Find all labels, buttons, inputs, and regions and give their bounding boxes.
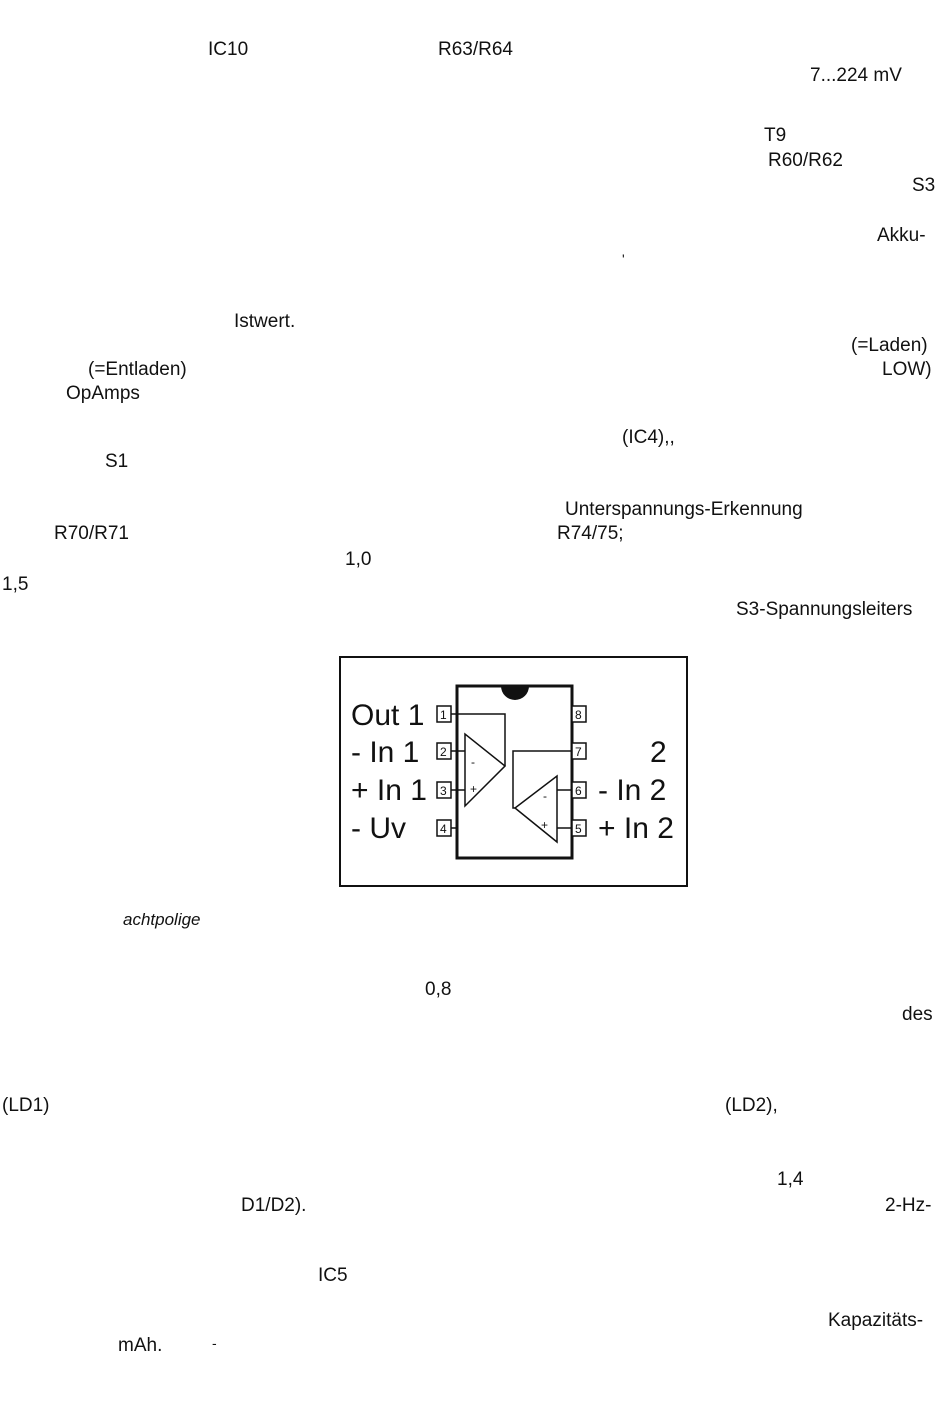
chip-notch — [501, 686, 529, 700]
label-value-1-5: 1,5 — [2, 574, 29, 595]
label-laden: (=Laden) — [851, 335, 928, 356]
label-r74-75: R74/75; — [557, 523, 624, 544]
label-kapazitaet: Kapazitäts- — [828, 1310, 924, 1331]
label-value-1-0: 1,0 — [345, 549, 372, 570]
pin-num-5: 5 — [575, 822, 582, 836]
label-d1-d2: D1/D2). — [241, 1195, 307, 1216]
stray-dash: - — [212, 1335, 217, 1351]
pin-label-plus-in2: + In 2 — [598, 812, 674, 845]
chip-body — [455, 684, 574, 860]
label-r63-r64: R63/R64 — [438, 39, 513, 60]
label-opamps: OpAmps — [66, 383, 140, 404]
label-s3: S3 — [912, 175, 936, 196]
label-r70-r71: R70/R71 — [54, 523, 129, 544]
pin-label-minus-uv: - Uv — [351, 812, 406, 845]
label-achtpolige: achtpolige — [123, 910, 201, 929]
pin-label-out2: 2 — [650, 736, 667, 769]
pin-num-2: 2 — [440, 745, 447, 759]
label-low: LOW) — [882, 359, 932, 380]
label-r60-r62: R60/R62 — [768, 150, 843, 171]
pin-num-8: 8 — [575, 708, 582, 722]
opamp-2-triangle — [513, 774, 558, 844]
pin-label-out1: Out 1 — [351, 699, 424, 732]
opamp-1-triangle — [464, 732, 507, 808]
label-ld2: (LD2), — [725, 1095, 778, 1116]
label-entladen: (=Entladen) — [88, 359, 187, 380]
label-ic5: IC5 — [318, 1265, 348, 1286]
stray-mark: ' — [622, 251, 625, 267]
label-value-0-8: 0,8 — [425, 979, 452, 1000]
opamp-1-plus: + — [470, 782, 477, 796]
pin-label-minus-in1: - In 1 — [351, 736, 419, 769]
pin-num-6: 6 — [575, 784, 582, 798]
label-des: des — [902, 1004, 933, 1025]
pin-num-4: 4 — [440, 822, 447, 836]
label-istwert: Istwert. — [234, 311, 296, 332]
label-s3-spannungsleiter: S3-Spannungsleiters — [736, 599, 913, 620]
label-2hz: 2-Hz- — [885, 1195, 932, 1216]
label-voltage-range: 7...224 mV — [810, 65, 902, 86]
opamp-pinout-figure: 1 2 3 4 8 7 6 5 - + - + Out 1 - In 1 + I… — [339, 656, 688, 887]
pin-label-minus-in2: - In 2 — [598, 774, 666, 807]
label-t9: T9 — [764, 125, 787, 146]
opamp-1-minus: - — [471, 755, 475, 769]
opamp-2-plus: + — [541, 818, 548, 832]
pinout-drawing: 1 2 3 4 8 7 6 5 - + - + Out 1 - In 1 + I… — [351, 684, 674, 860]
label-ic10: IC10 — [208, 39, 249, 60]
pin-num-1: 1 — [440, 708, 447, 722]
label-akku: Akku- — [877, 225, 926, 246]
label-ld1: (LD1) — [2, 1095, 50, 1116]
pin-label-plus-in1: + In 1 — [351, 774, 427, 807]
opamp-2-minus: - — [543, 789, 547, 803]
label-ic4: (IC4),, — [622, 427, 675, 448]
label-mah: mAh. — [118, 1335, 163, 1356]
pin-box-8 — [571, 705, 587, 723]
label-unterspannung: Unterspannungs-Erkennung — [565, 499, 803, 520]
label-s1: S1 — [105, 451, 129, 472]
pin-num-7: 7 — [575, 745, 582, 759]
label-value-1-4: 1,4 — [777, 1169, 804, 1190]
pin-num-3: 3 — [440, 784, 447, 798]
